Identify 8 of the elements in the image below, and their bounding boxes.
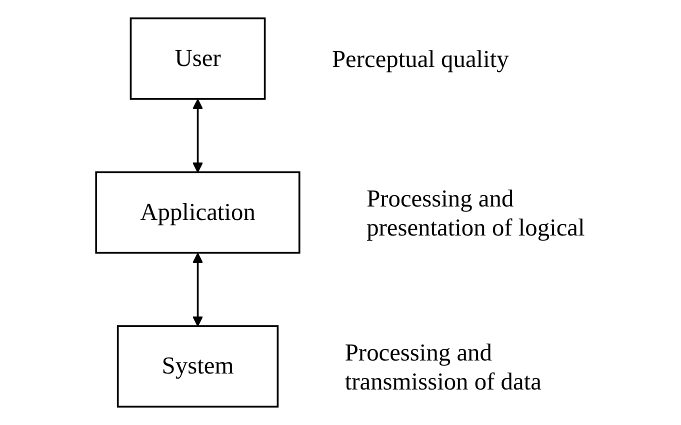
node-box: Application — [95, 171, 300, 254]
node-box: System — [116, 325, 279, 408]
side-note: Processing and transmission of data — [344, 339, 542, 396]
node-box: User — [130, 17, 266, 100]
arrow — [192, 252, 204, 327]
side-note: Perceptual quality — [332, 46, 509, 74]
arrow — [192, 98, 204, 173]
side-note: Processing and presentation of logical — [366, 185, 585, 242]
